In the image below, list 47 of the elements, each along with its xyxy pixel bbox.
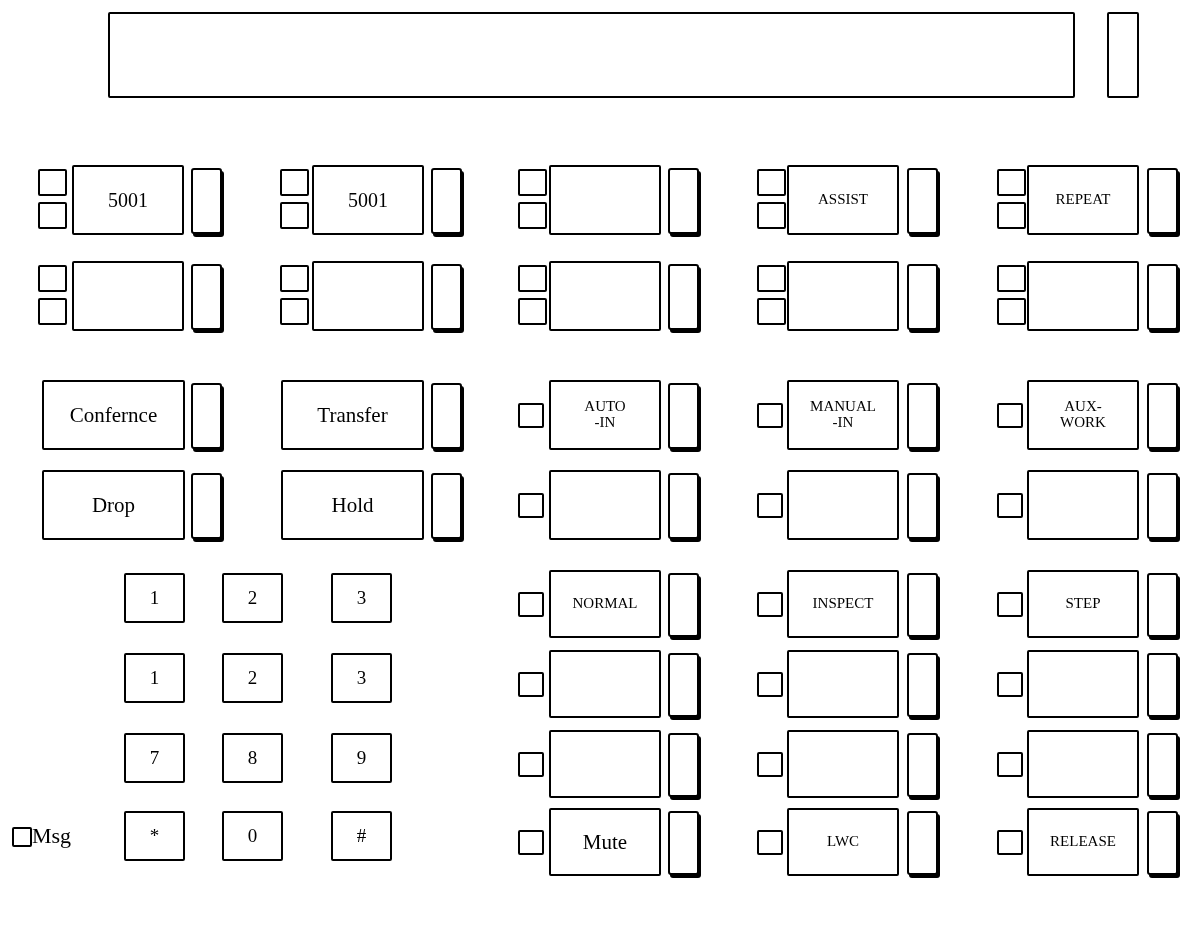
feature-button: AUX- WORK bbox=[1027, 380, 1139, 450]
dial-key: # bbox=[331, 811, 392, 861]
feature-button: ASSIST bbox=[787, 165, 899, 235]
dial-key: 8 bbox=[222, 733, 283, 783]
dial-key: 2 bbox=[222, 653, 283, 703]
blank-button bbox=[549, 730, 661, 798]
blank-button bbox=[787, 470, 899, 540]
dial-key: 3 bbox=[331, 573, 392, 623]
feature-button: Mute bbox=[549, 808, 661, 876]
dial-key: * bbox=[124, 811, 185, 861]
blank-button bbox=[787, 730, 899, 798]
blank-button bbox=[549, 261, 661, 331]
dial-key: 3 bbox=[331, 653, 392, 703]
feature-button: MANUAL -IN bbox=[787, 380, 899, 450]
indicator-slot bbox=[1107, 12, 1139, 98]
blank-button bbox=[549, 650, 661, 718]
feature-button: 5001 bbox=[72, 165, 184, 235]
blank-button bbox=[549, 165, 661, 235]
blank-button bbox=[1027, 470, 1139, 540]
dial-key: 7 bbox=[124, 733, 185, 783]
blank-button bbox=[1027, 650, 1139, 718]
feature-button: REPEAT bbox=[1027, 165, 1139, 235]
lamp-label: Msg bbox=[32, 823, 72, 849]
feature-button: NORMAL bbox=[549, 570, 661, 638]
dial-key: 0 bbox=[222, 811, 283, 861]
display-screen bbox=[108, 12, 1075, 98]
blank-button bbox=[1027, 730, 1139, 798]
feature-button: AUTO -IN bbox=[549, 380, 661, 450]
dial-key: 9 bbox=[331, 733, 392, 783]
feature-button: STEP bbox=[1027, 570, 1139, 638]
dial-key: 1 bbox=[124, 573, 185, 623]
feature-button: 5001 bbox=[312, 165, 424, 235]
feature-button: Confernce bbox=[42, 380, 185, 450]
blank-button bbox=[787, 261, 899, 331]
feature-button: LWC bbox=[787, 808, 899, 876]
dial-key: 1 bbox=[124, 653, 185, 703]
feature-button: Transfer bbox=[281, 380, 424, 450]
feature-button: Drop bbox=[42, 470, 185, 540]
blank-button bbox=[787, 650, 899, 718]
blank-button bbox=[312, 261, 424, 331]
blank-button bbox=[72, 261, 184, 331]
blank-button bbox=[1027, 261, 1139, 331]
feature-button: INSPECT bbox=[787, 570, 899, 638]
feature-button: Hold bbox=[281, 470, 424, 540]
feature-button: RELEASE bbox=[1027, 808, 1139, 876]
blank-button bbox=[549, 470, 661, 540]
dial-key: 2 bbox=[222, 573, 283, 623]
